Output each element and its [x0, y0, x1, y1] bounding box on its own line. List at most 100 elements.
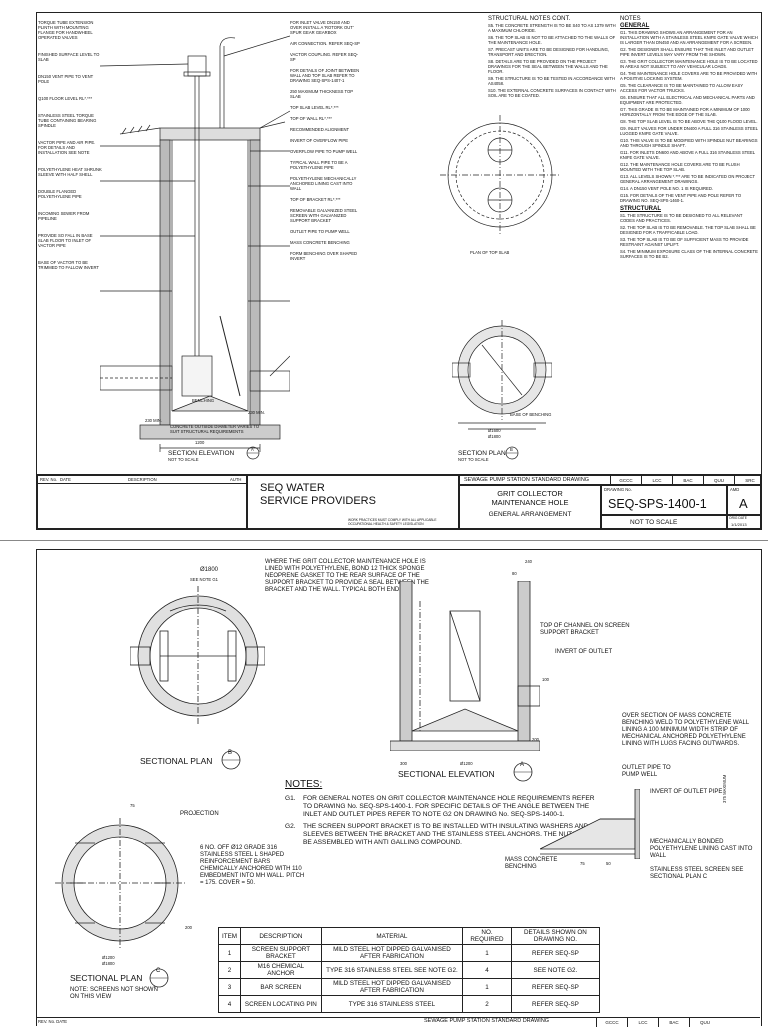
sectional-plan-b-title: SECTIONAL PLAN	[140, 756, 213, 766]
projection-label: PROJECTION	[180, 811, 219, 817]
series-bar: SEWAGE PUMP STATION STANDARD DRAWING GCC…	[459, 475, 761, 485]
structural-note: S4. THE MINIMUM EXPOSURE CLASS OF THE IN…	[620, 249, 758, 259]
dimension-75: 75	[580, 861, 585, 866]
dimension-100: 100	[542, 677, 549, 682]
dimension-300: 300	[400, 761, 407, 766]
middle-note: FOR INLET VALVE DN150 AND OVER INSTALL A…	[290, 20, 354, 35]
benching-detail-drawing	[540, 789, 640, 859]
left-note: INCOMING SEWER FROM PIPELINE	[38, 211, 90, 221]
dimension-1200: 1200	[195, 440, 205, 445]
left-note: FINISHED SURFACE LEVEL TO SLAB	[38, 52, 100, 62]
notes-title: NOTES	[620, 16, 641, 22]
authority-code: BAC	[658, 1018, 689, 1027]
benching-callout: OVER SECTION OF MASS CONCRETE BENCHING W…	[622, 713, 749, 747]
left-note: STAINLESS STEEL TORQUE TUBE CONTAINING B…	[38, 113, 97, 128]
middle-note: INVERT OF OVERFLOW PIPE	[290, 138, 349, 143]
section-ref-a-icon	[246, 446, 260, 460]
middle-note: OVERFLOW PIPE TO PUMP WELL	[290, 149, 358, 154]
middle-note: FORM BENCHING OVER SHAPED INVERT	[290, 251, 358, 261]
authority-code: LCC	[641, 476, 672, 485]
note-id: G2.	[285, 822, 296, 830]
table-cell: 1	[217, 944, 242, 962]
structural-notes-cont-title: STRUCTURAL NOTES CONT.	[488, 16, 571, 22]
table-cell: M16 CHEMICAL ANCHOR	[240, 961, 322, 979]
table-header-cell: ITEM	[217, 927, 242, 945]
auth-header: AUTH	[230, 477, 242, 482]
drawing-sheet-1: TORQUE TUBE EXTENSION PLINTH WITH MOUNTI…	[36, 12, 762, 530]
scale-block: NOT TO SCALE	[601, 515, 727, 529]
scale-value: NOT TO SCALE	[630, 519, 678, 526]
general-note: G6. ENSURE THAT ALL ELECTRICAL AND MECHA…	[620, 95, 755, 105]
amd-label: AMD	[730, 487, 740, 492]
description-header: DESCRIPTION	[128, 477, 157, 482]
left-note: TORQUE TUBE EXTENSION PLINTH WITH MOUNTI…	[38, 20, 94, 40]
drawing-sheet-2: Ø1800 SEE NOTE G1 WHERE THE GRIT COLLECT…	[0, 540, 768, 1027]
structural-note-cont: S7. PRECAST UNITS ARE TO BE DESIGNED FOR…	[488, 47, 609, 57]
orig-date-label: ORIG DATE	[729, 516, 747, 520]
section-ref-b2: B	[228, 750, 233, 756]
table-header-cell: MATERIAL	[320, 927, 464, 945]
note-item: G1.FOR GENERAL NOTES ON GRIT COLLECTOR M…	[285, 795, 605, 820]
section-plan-title: SECTION PLAN NOT TO SCALE	[458, 450, 506, 462]
table-header-cell: NO. REQUIRED	[462, 927, 512, 945]
dimension-230-left: 230 MIN.	[145, 418, 162, 423]
table-cell: 2	[462, 995, 512, 1013]
table-cell: REFER SEQ-SP	[510, 944, 601, 962]
top-of-channel-label: TOP OF CHANNEL ON SCREEN SUPPORT BRACKET	[540, 623, 630, 636]
section-elevation-drawing	[100, 35, 290, 452]
organisation-name-line1: SEQ WATER	[260, 482, 325, 494]
drawing-number-block: DRAWING No. SEQ-SPS-1400-1	[601, 485, 727, 515]
left-note: Q100 FLOOR LEVEL RL*.***	[38, 96, 93, 101]
left-notes: TORQUE TUBE EXTENSION PLINTH WITH MOUNTI…	[38, 20, 102, 282]
drawing-title-block: GRIT COLLECTOR MAINTENANCE HOLE GENERAL …	[459, 485, 601, 529]
note-id: G1.	[285, 795, 296, 802]
middle-note: MASS CONCRETE BENCHING	[290, 240, 350, 245]
table-cell: REFER SEQ-SP	[510, 978, 601, 996]
general-note: G12. THE MAINTENANCE HOLE COVERS ARE TO …	[620, 162, 740, 172]
sectional-elevation-a-drawing	[390, 581, 540, 751]
middle-note: TOP SLAB LEVEL RL*.***	[290, 105, 339, 110]
sheet-border-2	[36, 549, 762, 1026]
general-note: G4. THE MAINTENANCE HOLE COVERS ARE TO B…	[620, 71, 758, 81]
authority-code: LCC	[627, 1018, 658, 1027]
drawing-no-label: DRAWING No.	[604, 487, 632, 492]
middle-note: TOP OF BRACKET RL*.***	[290, 197, 341, 202]
authority-code: SRC	[734, 476, 765, 485]
general-note: G13. ALL LEVELS SHOWN *.*** ARE TO BE IN…	[620, 174, 755, 184]
left-note: PROVIDE SO FALL IN BASE SLAB FLOOR TO IN…	[38, 233, 93, 248]
general-note: G15. FOR DETAILS OF THE VENT PIPE AND PO…	[620, 193, 742, 203]
dimension-50: 50	[606, 861, 611, 866]
benching-label: BENCHING	[192, 398, 215, 403]
dimension-1800-c: Ø1800	[102, 961, 115, 966]
orig-date: 1/1/2013	[731, 522, 747, 527]
middle-note: OUTLET PIPE TO PUMP WELL	[290, 229, 350, 234]
footer-rev: REV. No. DATE	[38, 1019, 68, 1024]
revision-letter: A	[739, 496, 748, 511]
gasket-callout: WHERE THE GRIT COLLECTOR MAINTENANCE HOL…	[265, 559, 429, 593]
sectional-plan-b-drawing	[130, 586, 265, 726]
structural-note: S1. THE STRUCTURE IS TO BE DESIGNED TO A…	[620, 213, 743, 223]
section-ref-b-icon	[505, 446, 519, 460]
general-note: G9. INLET VALVES FOR UNDER DN400 A FULL …	[620, 126, 758, 136]
invert-of-outlet-pipe-label: INVERT OF OUTLET PIPE	[650, 789, 723, 795]
rev-no-header: REV. No.	[40, 477, 58, 482]
organisation-block: SEQ WATER SERVICE PROVIDERS WORK PRACTIC…	[247, 475, 459, 529]
table-cell: 4	[462, 961, 512, 979]
disclaimer: WORK PRACTICES MUST COMPLY WITH ALL APPL…	[348, 518, 437, 526]
general-note: G7. THIS GRADE IS TO BE MAINTAINED FOR A…	[620, 107, 750, 117]
authority-code: BAC	[672, 476, 703, 485]
left-note: BASE OF VACTOR TO BE TRIMMED TO FALLOW I…	[38, 260, 99, 270]
section-ref-c: C	[156, 968, 161, 974]
table-cell: REFER SEQ-SP	[510, 995, 601, 1013]
drawing-title-line2: MAINTENANCE HOLE	[491, 498, 569, 507]
authority-code: QUU	[703, 476, 734, 485]
organisation-name-line2: SERVICE PROVIDERS	[260, 495, 376, 507]
middle-note: FOR DETAILS OF JOINT BETWEEN WALL AND TO…	[290, 68, 360, 83]
footer-bar: REV. No. DATE SEWAGE PUMP STATION STANDA…	[36, 1017, 760, 1027]
general-note: G2. THE DESIGNER SHALL ENSURE THAT THE I…	[620, 47, 754, 57]
section-ref-a: A	[251, 447, 254, 452]
table-cell: SCREEN SUPPORT BRACKET	[240, 944, 322, 962]
orig-date-block: ORIG DATE 1/1/2013	[727, 515, 761, 529]
plan-of-top-slab-drawing	[440, 115, 560, 235]
